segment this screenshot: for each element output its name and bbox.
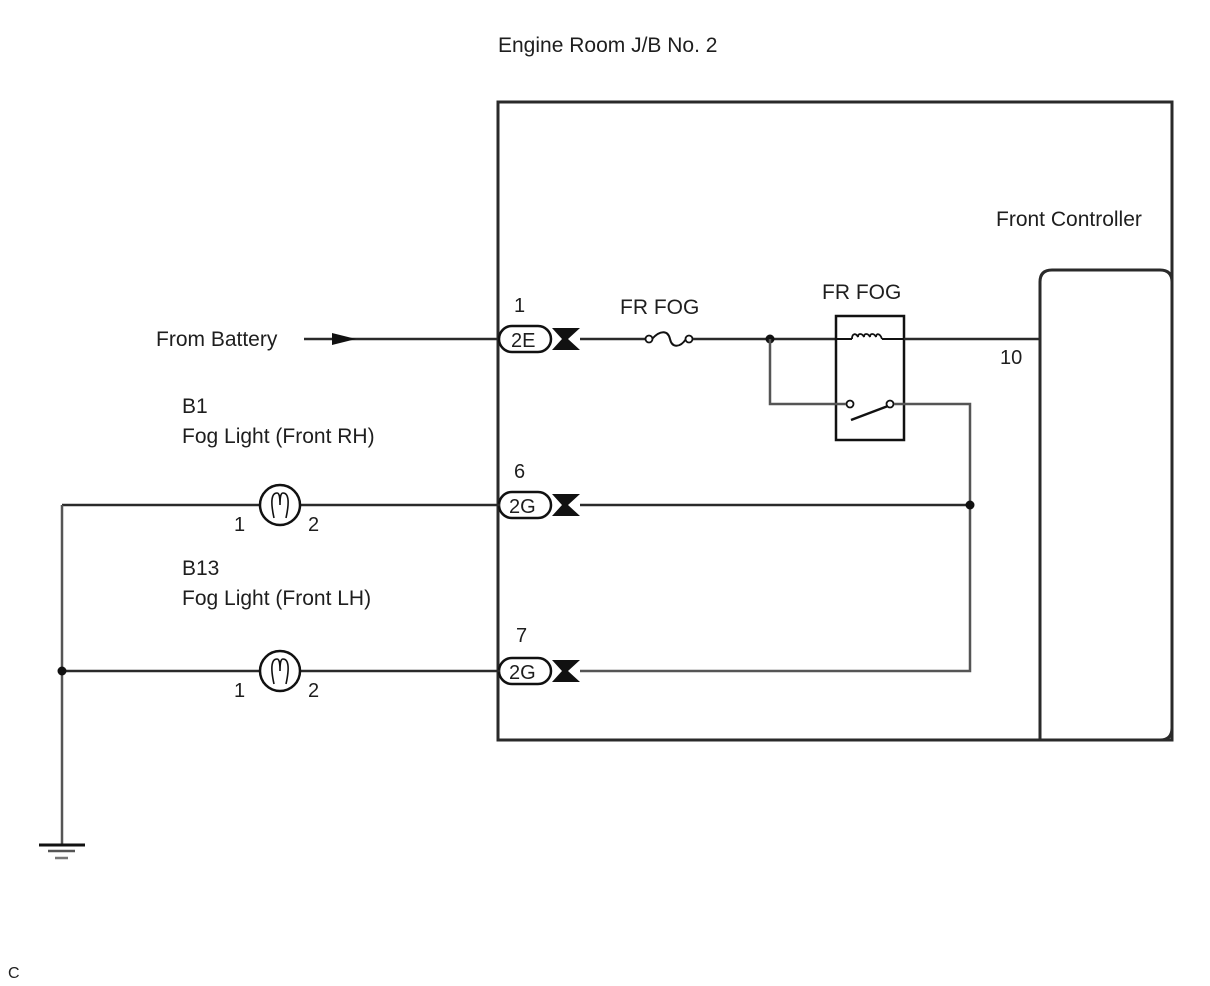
relay-coil-icon: [836, 333, 904, 340]
connector-2g-6-pin: 6: [514, 461, 525, 483]
lamp-b1-code: B1: [182, 395, 208, 418]
lamp-b13-pin-1: 1: [234, 680, 245, 702]
from-battery-label: From Battery: [156, 328, 278, 351]
front-controller-box: [1038, 268, 1174, 742]
lamp-b1-name: Fog Light (Front RH): [182, 425, 375, 448]
arrow-right-icon: [332, 333, 356, 345]
junction-dot: [965, 500, 975, 510]
lamp-b1-pin-1: 1: [234, 514, 245, 536]
junction-dot: [57, 666, 67, 676]
lamp-b13-pin-2: 2: [308, 680, 319, 702]
lamp-b1-icon: [258, 483, 302, 527]
connector-chevron-icon: [552, 660, 580, 682]
front-controller-label: Front Controller: [996, 208, 1142, 231]
front-controller-pin: 10: [1000, 347, 1022, 369]
connector-2g-7: 2G: [497, 656, 580, 686]
connector-2e-label: 2E: [511, 330, 535, 352]
ground-icon: [39, 843, 85, 860]
connector-2e: 2E: [497, 324, 580, 354]
connector-2g-6-label: 2G: [509, 496, 536, 518]
wire-segment: [580, 402, 972, 673]
wire-segment: [768, 339, 846, 406]
connector-2g-6: 2G: [497, 490, 580, 520]
jb-title: Engine Room J/B No. 2: [498, 34, 717, 57]
footer-code: C: [8, 965, 20, 982]
connector-chevron-icon: [552, 494, 580, 516]
lamp-b13-code: B13: [182, 557, 219, 580]
connector-2g-7-pin: 7: [516, 625, 527, 647]
lamp-b13-name: Fog Light (Front LH): [182, 587, 371, 610]
relay-label: FR FOG: [822, 281, 901, 304]
lamp-b13-icon: [258, 649, 302, 693]
fuse-icon: [644, 331, 694, 347]
connector-chevron-icon: [552, 328, 580, 350]
connector-2g-7-label: 2G: [509, 662, 536, 684]
fuse-label: FR FOG: [620, 296, 699, 319]
connector-2e-pin: 1: [514, 295, 525, 317]
lamp-b1-pin-2: 2: [308, 514, 319, 536]
relay-switch-icon: [845, 399, 895, 422]
